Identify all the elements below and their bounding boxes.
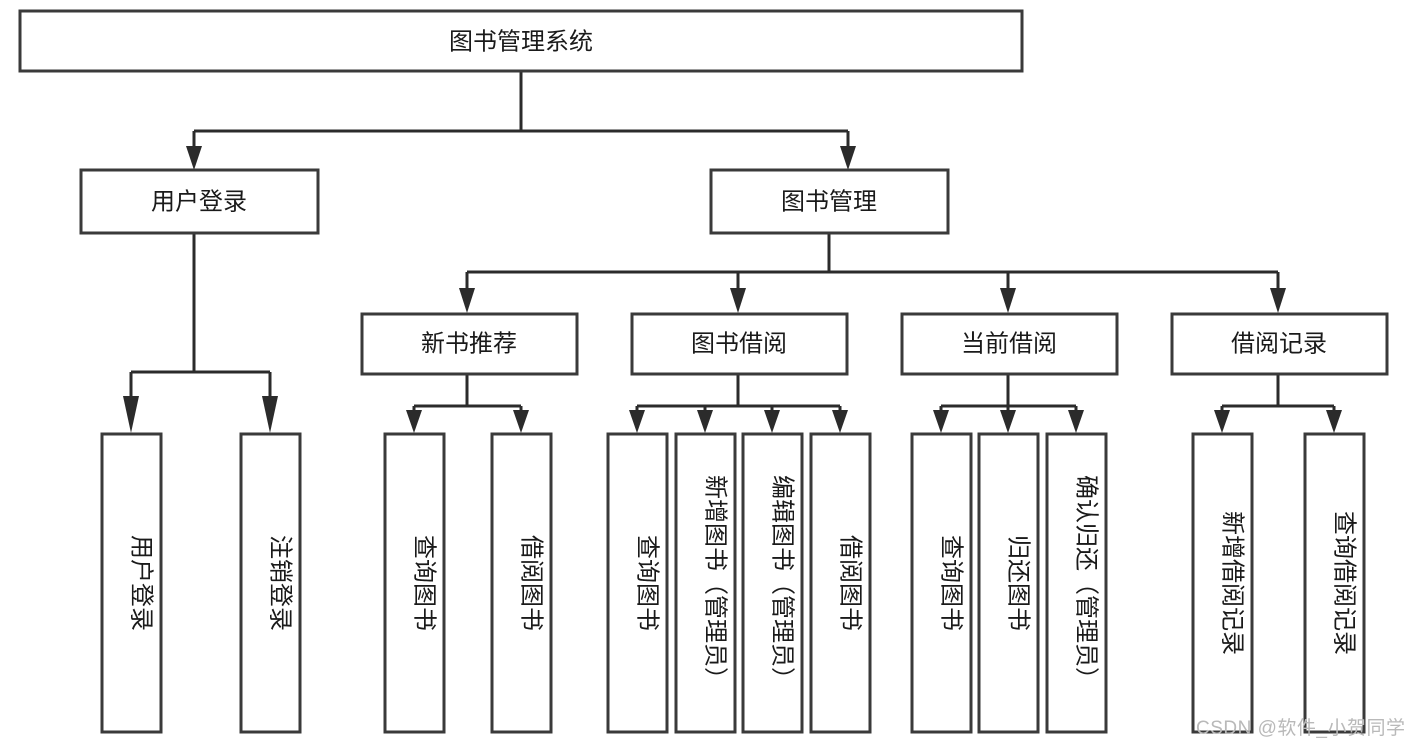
node-leaf-query-book-3-label: 查询图书 xyxy=(938,535,965,631)
node-leaf-confirm-return-label: 确认归还（管理员） xyxy=(1073,475,1100,691)
connector-group-borrowrecord xyxy=(1214,374,1342,433)
connector-group-userlogin xyxy=(123,233,278,433)
node-leaf-user-logout-label: 注销登录 xyxy=(267,535,294,631)
node-leaf-return-book[interactable]: 归还图书 xyxy=(977,432,1040,734)
node-new-book-rec-label: 新书推荐 xyxy=(421,330,517,357)
node-borrow-record[interactable]: 借阅记录 xyxy=(1170,312,1389,376)
arrow-head-leaf-return-book xyxy=(1000,410,1016,433)
arrow-head-leaf-query-book-2 xyxy=(629,410,645,433)
node-leaf-borrow-book-1[interactable]: 借阅图书 xyxy=(490,432,553,734)
node-leaf-query-book-2[interactable]: 查询图书 xyxy=(606,432,669,734)
node-leaf-query-book-3[interactable]: 查询图书 xyxy=(910,432,973,734)
node-user-login[interactable]: 用户登录 xyxy=(79,168,320,235)
node-leaf-add-record-box[interactable] xyxy=(1191,432,1254,734)
node-root[interactable]: 图书管理系统 xyxy=(18,9,1024,73)
node-leaf-edit-book-label: 编辑图书（管理员） xyxy=(769,475,796,691)
node-user-login-box[interactable] xyxy=(79,168,320,235)
arrow-head-leaf-query-book-1 xyxy=(406,410,422,433)
arrow-head-leaf-borrow-book-2 xyxy=(832,410,848,433)
node-book-manage[interactable]: 图书管理 xyxy=(709,168,950,235)
arrow-head-leaf-edit-book xyxy=(764,410,780,433)
connector-group-root xyxy=(186,71,856,170)
node-user-login-label: 用户登录 xyxy=(151,188,247,215)
node-current-borrow-box[interactable] xyxy=(900,312,1119,376)
node-book-manage-box[interactable] xyxy=(709,168,950,235)
node-leaf-query-record-box[interactable] xyxy=(1303,432,1366,734)
node-leaf-query-record[interactable]: 查询借阅记录 xyxy=(1303,432,1366,734)
arrow-head-leaf-borrow-book-1 xyxy=(513,410,529,433)
node-new-book-rec-box[interactable] xyxy=(360,312,579,376)
csdn-watermark: CSDN @软件_小贺同学 xyxy=(1196,718,1405,739)
node-leaf-edit-book[interactable]: 编辑图书（管理员） xyxy=(741,432,804,734)
node-leaf-edit-book-box[interactable] xyxy=(741,432,804,734)
node-leaf-confirm-return[interactable]: 确认归还（管理员） xyxy=(1045,432,1108,734)
node-current-borrow[interactable]: 当前借阅 xyxy=(900,312,1119,376)
node-leaf-borrow-book-1-label: 借阅图书 xyxy=(518,535,545,631)
arrow-head-borrowrecord xyxy=(1270,288,1286,313)
arrow-head-leaf-confirm-return xyxy=(1068,410,1084,433)
node-leaf-borrow-book-2-label: 借阅图书 xyxy=(837,535,864,631)
node-leaf-add-book-label: 新增图书（管理员） xyxy=(702,475,729,691)
node-leaf-user-logout[interactable]: 注销登录 xyxy=(239,432,302,734)
node-book-borrow[interactable]: 图书借阅 xyxy=(630,312,849,376)
node-leaf-user-login-box[interactable] xyxy=(100,432,163,734)
node-leaf-query-book-1[interactable]: 查询图书 xyxy=(383,432,446,734)
arrow-head-leaf-query-record xyxy=(1326,410,1342,433)
node-new-book-rec[interactable]: 新书推荐 xyxy=(360,312,579,376)
node-leaf-return-book-label: 归还图书 xyxy=(1005,535,1032,631)
connector-group-newbookrec xyxy=(406,374,529,433)
node-leaf-add-record[interactable]: 新增借阅记录 xyxy=(1191,432,1254,734)
node-leaf-user-logout-box[interactable] xyxy=(239,432,302,734)
node-leaf-borrow-book-2-box[interactable] xyxy=(809,432,872,734)
node-borrow-record-label: 借阅记录 xyxy=(1231,330,1327,357)
node-book-manage-label: 图书管理 xyxy=(781,188,877,215)
connector-group-bookborrow xyxy=(629,374,848,433)
node-leaf-query-record-label: 查询借阅记录 xyxy=(1331,511,1358,655)
arrow-head-leaf-user-login xyxy=(123,396,139,433)
arrow-head-leaf-add-book xyxy=(697,410,713,433)
arrow-head-userlogin xyxy=(186,146,202,170)
node-leaf-user-login-label: 用户登录 xyxy=(128,535,155,631)
node-leaf-return-book-box[interactable] xyxy=(977,432,1040,734)
arrow-head-bookmanage xyxy=(840,146,856,170)
arrow-head-currentborrow xyxy=(1000,288,1016,313)
node-leaf-user-login[interactable]: 用户登录 xyxy=(100,432,163,734)
node-leaf-confirm-return-box[interactable] xyxy=(1045,432,1108,734)
arrow-head-leaf-query-book-3 xyxy=(933,410,949,433)
node-leaf-query-book-1-box[interactable] xyxy=(383,432,446,734)
node-current-borrow-label: 当前借阅 xyxy=(961,330,1057,357)
connector-group-bookmanage xyxy=(459,233,1286,313)
arrow-head-leaf-user-logout xyxy=(262,396,278,433)
node-book-borrow-box[interactable] xyxy=(630,312,849,376)
node-leaf-add-book-box[interactable] xyxy=(674,432,737,734)
node-leaf-borrow-book-1-box[interactable] xyxy=(490,432,553,734)
node-leaf-query-book-2-box[interactable] xyxy=(606,432,669,734)
node-leaf-borrow-book-2[interactable]: 借阅图书 xyxy=(809,432,872,734)
connector-group-currentborrow xyxy=(933,374,1084,433)
node-root-label: 图书管理系统 xyxy=(449,28,593,55)
node-leaf-query-book-2-label: 查询图书 xyxy=(634,535,661,631)
arrow-head-newbookrec xyxy=(459,288,475,313)
node-leaf-add-book[interactable]: 新增图书（管理员） xyxy=(674,432,737,734)
node-root-box[interactable] xyxy=(18,9,1024,73)
arrow-head-bookborrow xyxy=(730,288,746,313)
node-book-borrow-label: 图书借阅 xyxy=(691,330,787,357)
arrow-head-leaf-add-record xyxy=(1214,410,1230,433)
node-leaf-add-record-label: 新增借阅记录 xyxy=(1219,511,1246,655)
node-borrow-record-box[interactable] xyxy=(1170,312,1389,376)
node-leaf-query-book-1-label: 查询图书 xyxy=(411,535,438,631)
node-leaf-query-book-3-box[interactable] xyxy=(910,432,973,734)
